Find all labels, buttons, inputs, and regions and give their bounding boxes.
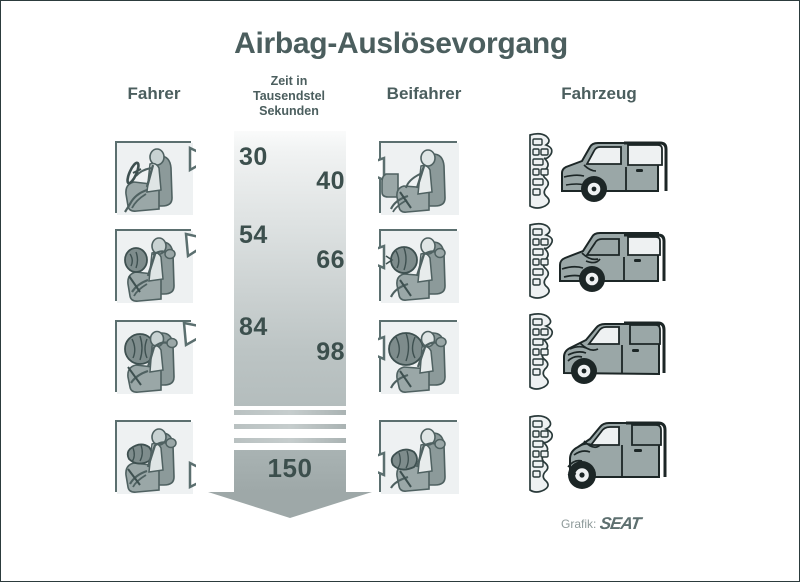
- brick-wall-icon: [529, 222, 554, 299]
- page-title: Airbag-Auslösevorgang: [234, 27, 568, 60]
- brick-wall-icon: [529, 313, 554, 390]
- column-header-passenger: Beifahrer: [386, 84, 462, 103]
- time-value-98: 98: [316, 338, 345, 366]
- driver-illustration-row-3: [115, 320, 196, 394]
- brick-wall-icon: [529, 132, 553, 209]
- time-value-54: 54: [239, 221, 268, 249]
- time-axis-break-line: [234, 424, 346, 429]
- vehicle-illustration-row-3: [524, 309, 684, 394]
- driver-illustration-row-1: [115, 141, 196, 215]
- time-value-66: 66: [316, 246, 345, 274]
- car-body: [559, 232, 666, 292]
- vehicle-illustration-row-4: [524, 411, 684, 496]
- time-value-150: 150: [267, 453, 313, 483]
- car-body: [567, 421, 667, 489]
- time-axis-arrow-body: [234, 450, 346, 492]
- time-value-40: 40: [316, 167, 345, 195]
- column-header-time-line1: Zeit in: [270, 74, 308, 88]
- driver-illustration-row-2: [115, 229, 196, 303]
- time-value-84: 84: [239, 313, 268, 341]
- credit: Grafik: SEAT: [561, 514, 642, 534]
- column-header-time-line2: Tausendstel: [252, 88, 325, 103]
- column-header-time-line3: Sekunden: [259, 103, 319, 118]
- seat-logo: SEAT: [599, 514, 642, 533]
- time-axis-gradient-bar: [234, 131, 346, 406]
- time-axis-arrow-head-icon: [208, 492, 372, 518]
- vehicle-illustration-row-1: [524, 129, 684, 214]
- time-value-30: 30: [239, 143, 268, 171]
- time-axis-break-line: [234, 438, 346, 443]
- column-header-driver: Fahrer: [127, 84, 181, 103]
- car-body: [561, 141, 668, 202]
- car-body: [563, 321, 666, 384]
- driver-illustration-row-4: [115, 420, 196, 494]
- column-header-time: Zeit in Tausendstel Sekunden: [233, 74, 345, 118]
- passenger-illustration-row-3: [378, 320, 459, 394]
- credit-prefix: Grafik:: [561, 517, 597, 531]
- passenger-illustration-row-2: [378, 229, 459, 303]
- passenger-illustration-row-1: [378, 141, 459, 215]
- time-axis-break-line: [234, 410, 346, 415]
- vehicle-illustration-row-2: [524, 219, 684, 304]
- passenger-illustration-row-4: [378, 420, 459, 494]
- column-header-vehicle: Fahrzeug: [561, 84, 637, 103]
- brick-wall-icon: [529, 415, 554, 493]
